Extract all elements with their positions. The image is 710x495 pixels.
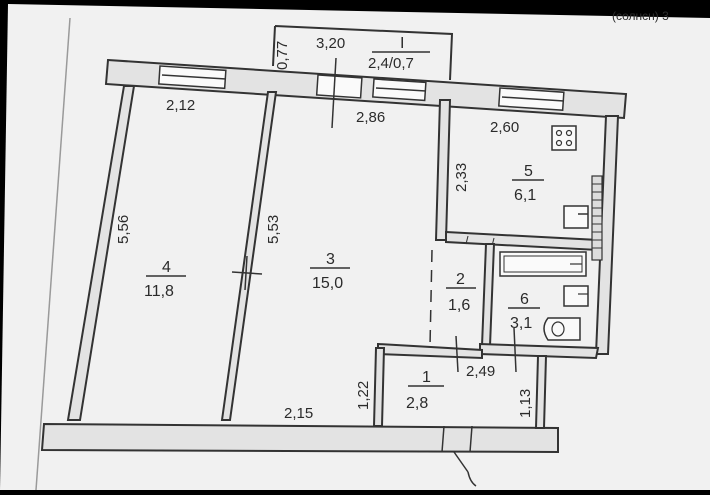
- balcony-area: 2,4/0,7: [368, 55, 414, 72]
- dim-room4-top: 2,12: [166, 97, 195, 114]
- dim-room3-side: 5,53: [265, 215, 282, 244]
- kitchen-sink-icon: [563, 205, 589, 229]
- dim-bottom: 2,15: [284, 405, 313, 422]
- bathtub-icon: [499, 251, 587, 277]
- paper-sheet: [0, 4, 710, 490]
- room-area: 6,1: [514, 187, 536, 204]
- dim-hall-height: 1,22: [355, 381, 372, 410]
- room-area: 3,1: [510, 315, 532, 332]
- top-wall: [104, 58, 628, 120]
- room-5-label: 5 6,1: [512, 163, 544, 204]
- balcony-door: [315, 74, 363, 99]
- windows: [158, 57, 565, 129]
- balcony-number: I: [400, 35, 404, 52]
- room-number: 3: [326, 251, 335, 268]
- toilet-icon: [543, 317, 581, 341]
- door-4-3: [231, 271, 263, 275]
- dim-hall-height-right: 1,13: [517, 389, 534, 418]
- wash-basin-icon: [563, 285, 589, 307]
- room-number: 5: [524, 163, 533, 180]
- dim-room3-top: 2,86: [356, 109, 385, 126]
- hall-left-wall: [372, 347, 386, 427]
- room-area: 2,8: [406, 395, 428, 412]
- room-number: 1: [422, 369, 431, 386]
- balcony-depth: 0,77: [274, 41, 291, 70]
- right-wall: [594, 115, 620, 355]
- paper-margin-line: [35, 17, 71, 491]
- dim-room5-top: 2,60: [490, 119, 519, 136]
- room-area: 1,6: [448, 297, 470, 314]
- room-2-label: 2 1,6: [446, 271, 476, 314]
- partition-4-3: [220, 91, 278, 421]
- room-4-label: 4 11,8: [144, 259, 186, 300]
- hall-right-wall: [534, 355, 548, 429]
- vent-grille: [591, 175, 603, 261]
- corner-text: (солнсн) 3: [612, 9, 669, 23]
- bathroom-door: [513, 327, 517, 373]
- room-number: 6: [520, 291, 529, 308]
- left-wall: [66, 85, 136, 421]
- stove-icon: [551, 125, 577, 151]
- balcony-width: 3,20: [316, 35, 345, 52]
- dimension-labels: 2,12 2,86 2,60 5,56 5,53 2,33 2,49 1,22 …: [115, 97, 534, 422]
- entrance-door: [441, 425, 477, 487]
- dim-room5-side: 2,33: [453, 163, 470, 192]
- room-area: 15,0: [312, 275, 343, 292]
- balcony-outline: [272, 25, 454, 81]
- bottom-wall: [40, 422, 559, 454]
- room-6-label: 6 3,1: [508, 291, 540, 332]
- room-number: 4: [162, 259, 171, 276]
- corridor-dashed-line: [429, 249, 433, 347]
- room-1-label: 1 2,8: [406, 369, 444, 412]
- room-3-label: 3 15,0: [310, 251, 350, 292]
- dim-room4-side: 5,56: [115, 215, 132, 244]
- balcony: I 2,4/0,7 3,20 0,77: [272, 25, 454, 81]
- room-number: 2: [456, 271, 465, 288]
- dim-hall-right: 2,49: [466, 363, 495, 380]
- room-area: 11,8: [144, 283, 174, 300]
